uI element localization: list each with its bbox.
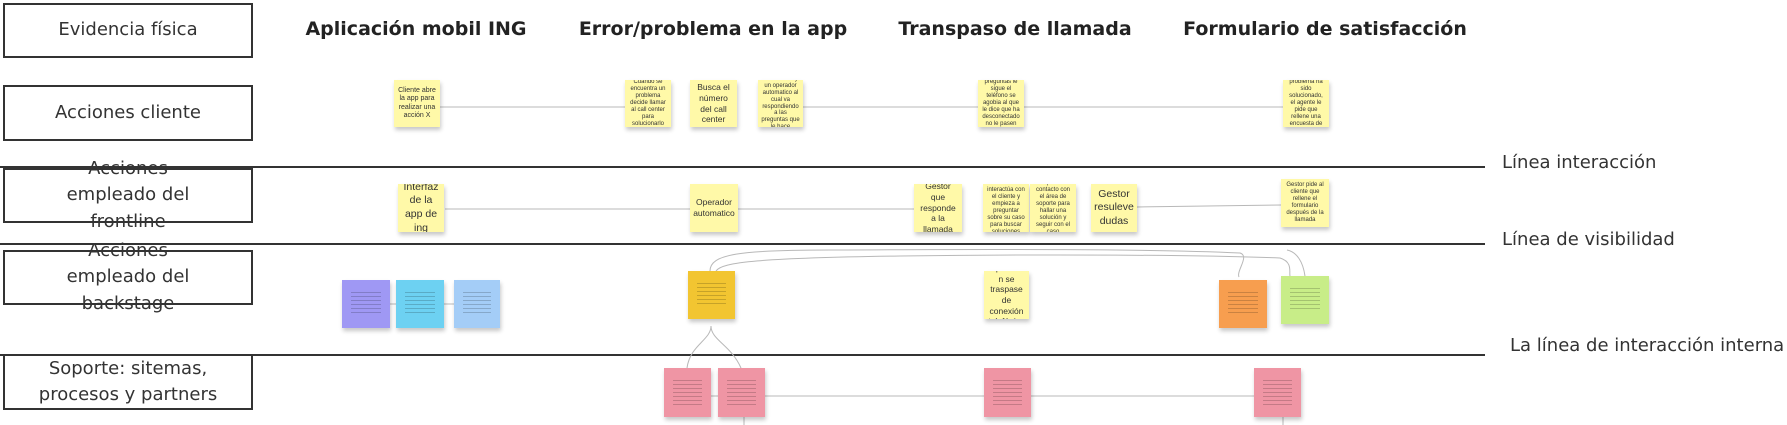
note-front-agent-answers[interactable]: Gestor que responde a la llamada	[914, 184, 962, 232]
lane-label-backstage-actions: Acciones empleado del backstage	[3, 240, 253, 314]
stage-header-app: Aplicación mobil ING	[305, 18, 527, 40]
note-front-app-interface[interactable]: Interfaz de la app de ing	[398, 184, 444, 232]
note-back-transfer[interactable]: Operación se traspase de conexión telefó…	[984, 271, 1029, 319]
note-support-pink-3[interactable]	[984, 368, 1031, 417]
lane-label-support: Soporte: sitemas, procesos y partners	[3, 354, 253, 410]
note-client-problem-call[interactable]: Cuando se encuentra un problema decide l…	[625, 80, 671, 127]
note-client-automatic-operator[interactable]: Al llamar hay un operador automatico al …	[758, 80, 803, 127]
note-back-orange[interactable]	[1219, 280, 1267, 328]
note-client-search-number[interactable]: Busca el número del call center	[690, 80, 737, 127]
note-support-pink-2[interactable]	[718, 368, 765, 417]
visibility-line-label: Línea de visibilidad	[1502, 229, 1675, 250]
note-front-agent-support[interactable]: Se pone en contacto con el área de sopor…	[1030, 184, 1076, 232]
note-support-pink-1[interactable]	[664, 368, 711, 417]
interaction-line-label: Línea interacción	[1502, 152, 1657, 173]
internal-interaction-line	[0, 354, 1485, 356]
lane-label-client-actions: Acciones cliente	[3, 85, 253, 141]
stage-header-error: Error/problema en la app	[578, 18, 848, 40]
note-front-survey-request[interactable]: Gestor pide al cliente que rellene el fo…	[1281, 179, 1329, 227]
note-client-opens-app[interactable]: Cliente abre la app para realizar una ac…	[394, 80, 440, 127]
visibility-line	[0, 243, 1485, 245]
note-front-auto-operator[interactable]: Operador automatico	[690, 184, 738, 232]
lane-label-frontline-actions: Acciones empleado del frontline	[3, 158, 253, 232]
note-back-light-blue[interactable]	[454, 280, 500, 328]
note-back-cyan[interactable]	[396, 280, 444, 328]
note-back-green[interactable]	[1281, 276, 1329, 324]
note-front-agent-resolves[interactable]: Gestor resuleve dudas	[1091, 184, 1137, 232]
interaction-line	[0, 166, 1485, 168]
note-back-gold[interactable]	[688, 271, 735, 319]
note-support-pink-4[interactable]	[1254, 368, 1301, 417]
note-client-survey[interactable]: Cuando su problema ha sido solucionado, …	[1283, 80, 1329, 127]
stage-header-survey: Formulario de satisfacción	[1183, 18, 1467, 40]
note-client-agent[interactable]: El responde a todas las preguntas le sig…	[978, 80, 1024, 127]
lane-label-physical-evidence: Evidencia física	[3, 3, 253, 58]
internal-interaction-line-label: La línea de interacción interna	[1510, 335, 1785, 356]
note-front-agent-interacts[interactable]: Gestor interactúa con el cliente y empie…	[983, 184, 1029, 232]
note-back-purple[interactable]	[342, 280, 390, 328]
stage-header-transfer: Transpaso de llamada	[898, 18, 1132, 40]
